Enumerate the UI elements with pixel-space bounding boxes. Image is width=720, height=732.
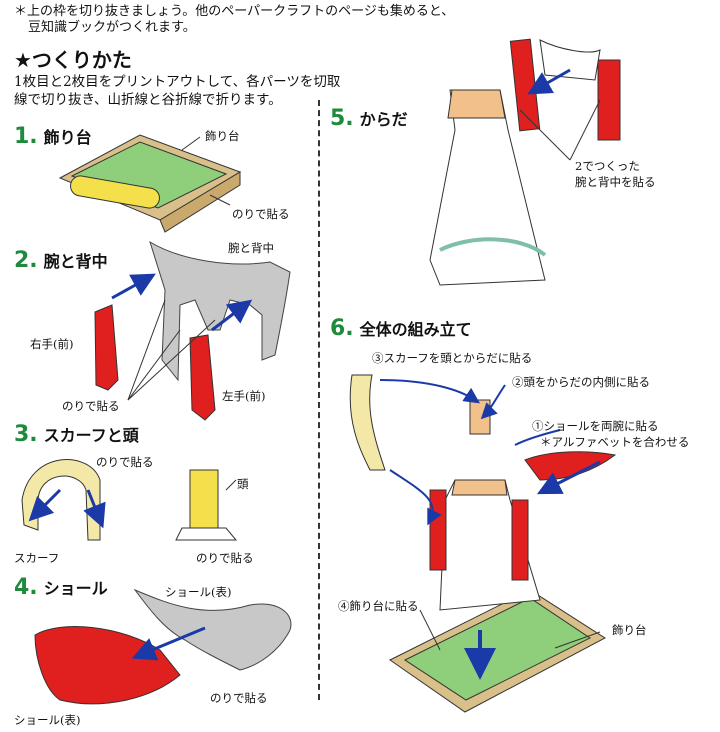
label-step4-shawl-front-bottom: ショール(表) xyxy=(14,713,81,727)
intro-line-1: 1枚目と2枚目をプリントアウトして、各パーツを切取 xyxy=(14,74,341,90)
label-step2-armback: 腕と背中 xyxy=(228,241,274,255)
step-number: 4. xyxy=(14,575,38,600)
step-label: 飾り台 xyxy=(43,128,92,147)
step4-shawl-illustration xyxy=(34,588,292,705)
step-number: 3. xyxy=(14,422,38,447)
label-step2-left: 左手(前) xyxy=(222,389,266,403)
label-step1-glue: のりで貼る xyxy=(232,207,290,221)
step-4-heading: 4. ショール xyxy=(14,575,108,600)
label-step6-alpha: ＊アルファベットを合わせる xyxy=(540,435,690,449)
step-label: 全体の組み立て xyxy=(359,320,472,339)
step-label: ショール xyxy=(43,579,108,598)
step-2-heading: 2. 腕と背中 xyxy=(14,248,108,273)
label-step4-shawl-front-top: ショール(表) xyxy=(165,585,232,599)
label-step4-glue: のりで貼る xyxy=(210,691,268,705)
step-number: 5. xyxy=(330,106,354,131)
intro-line-2: 線で切り抜き、山折線と谷折線で折ります。 xyxy=(14,92,282,108)
step-1-heading: 1. 飾り台 xyxy=(14,124,92,149)
label-step3-glue-bottom: のりで貼る xyxy=(196,551,254,565)
step-3-heading: 3. スカーフと頭 xyxy=(14,422,139,447)
step-5-heading: 5. からだ xyxy=(330,106,408,131)
column-divider xyxy=(318,100,320,700)
step-label: からだ xyxy=(359,110,408,129)
label-step2-right: 右手(前) xyxy=(30,337,74,351)
step3-scarf-illustration xyxy=(21,459,238,541)
label-step6-n3: ③スカーフを頭とからだに貼る xyxy=(372,351,533,365)
label-step6-base: 飾り台 xyxy=(612,623,647,637)
step5-body-illustration xyxy=(429,38,621,286)
step-number: 2. xyxy=(14,248,38,273)
label-step5-note2: 腕と背中を貼る xyxy=(575,175,656,189)
page-title: ★つくりかた xyxy=(14,48,132,72)
label-step5-note1: 2でつくった xyxy=(575,159,640,173)
label-step3-scarf: スカーフ xyxy=(14,551,60,565)
step-label: スカーフと頭 xyxy=(43,426,139,445)
step-label: 腕と背中 xyxy=(43,252,108,271)
step1-base-illustration xyxy=(58,134,242,233)
step-number: 6. xyxy=(330,316,354,341)
label-step3-glue-top: のりで貼る xyxy=(96,455,154,469)
step2-arms-illustration xyxy=(94,240,291,421)
note-line-1: ＊上の枠を切り抜きましょう。他のペーパークラフトのページも集めると、 xyxy=(14,4,455,19)
label-step1-base: 飾り台 xyxy=(205,129,240,143)
step6-assembly-illustration xyxy=(349,374,617,713)
step-6-heading: 6. 全体の組み立て xyxy=(330,316,472,341)
step-number: 1. xyxy=(14,124,38,149)
note-line-2: 豆知識ブックがつくれます。 xyxy=(28,20,196,35)
label-step6-n1: ①ショールを両腕に貼る xyxy=(532,419,659,433)
label-step6-n4: ④飾り台に貼る xyxy=(338,599,419,613)
label-step2-glue: のりで貼る xyxy=(62,399,120,413)
label-step6-n2: ②頭をからだの内側に貼る xyxy=(512,375,650,389)
label-step3-head: 頭 xyxy=(237,477,249,491)
